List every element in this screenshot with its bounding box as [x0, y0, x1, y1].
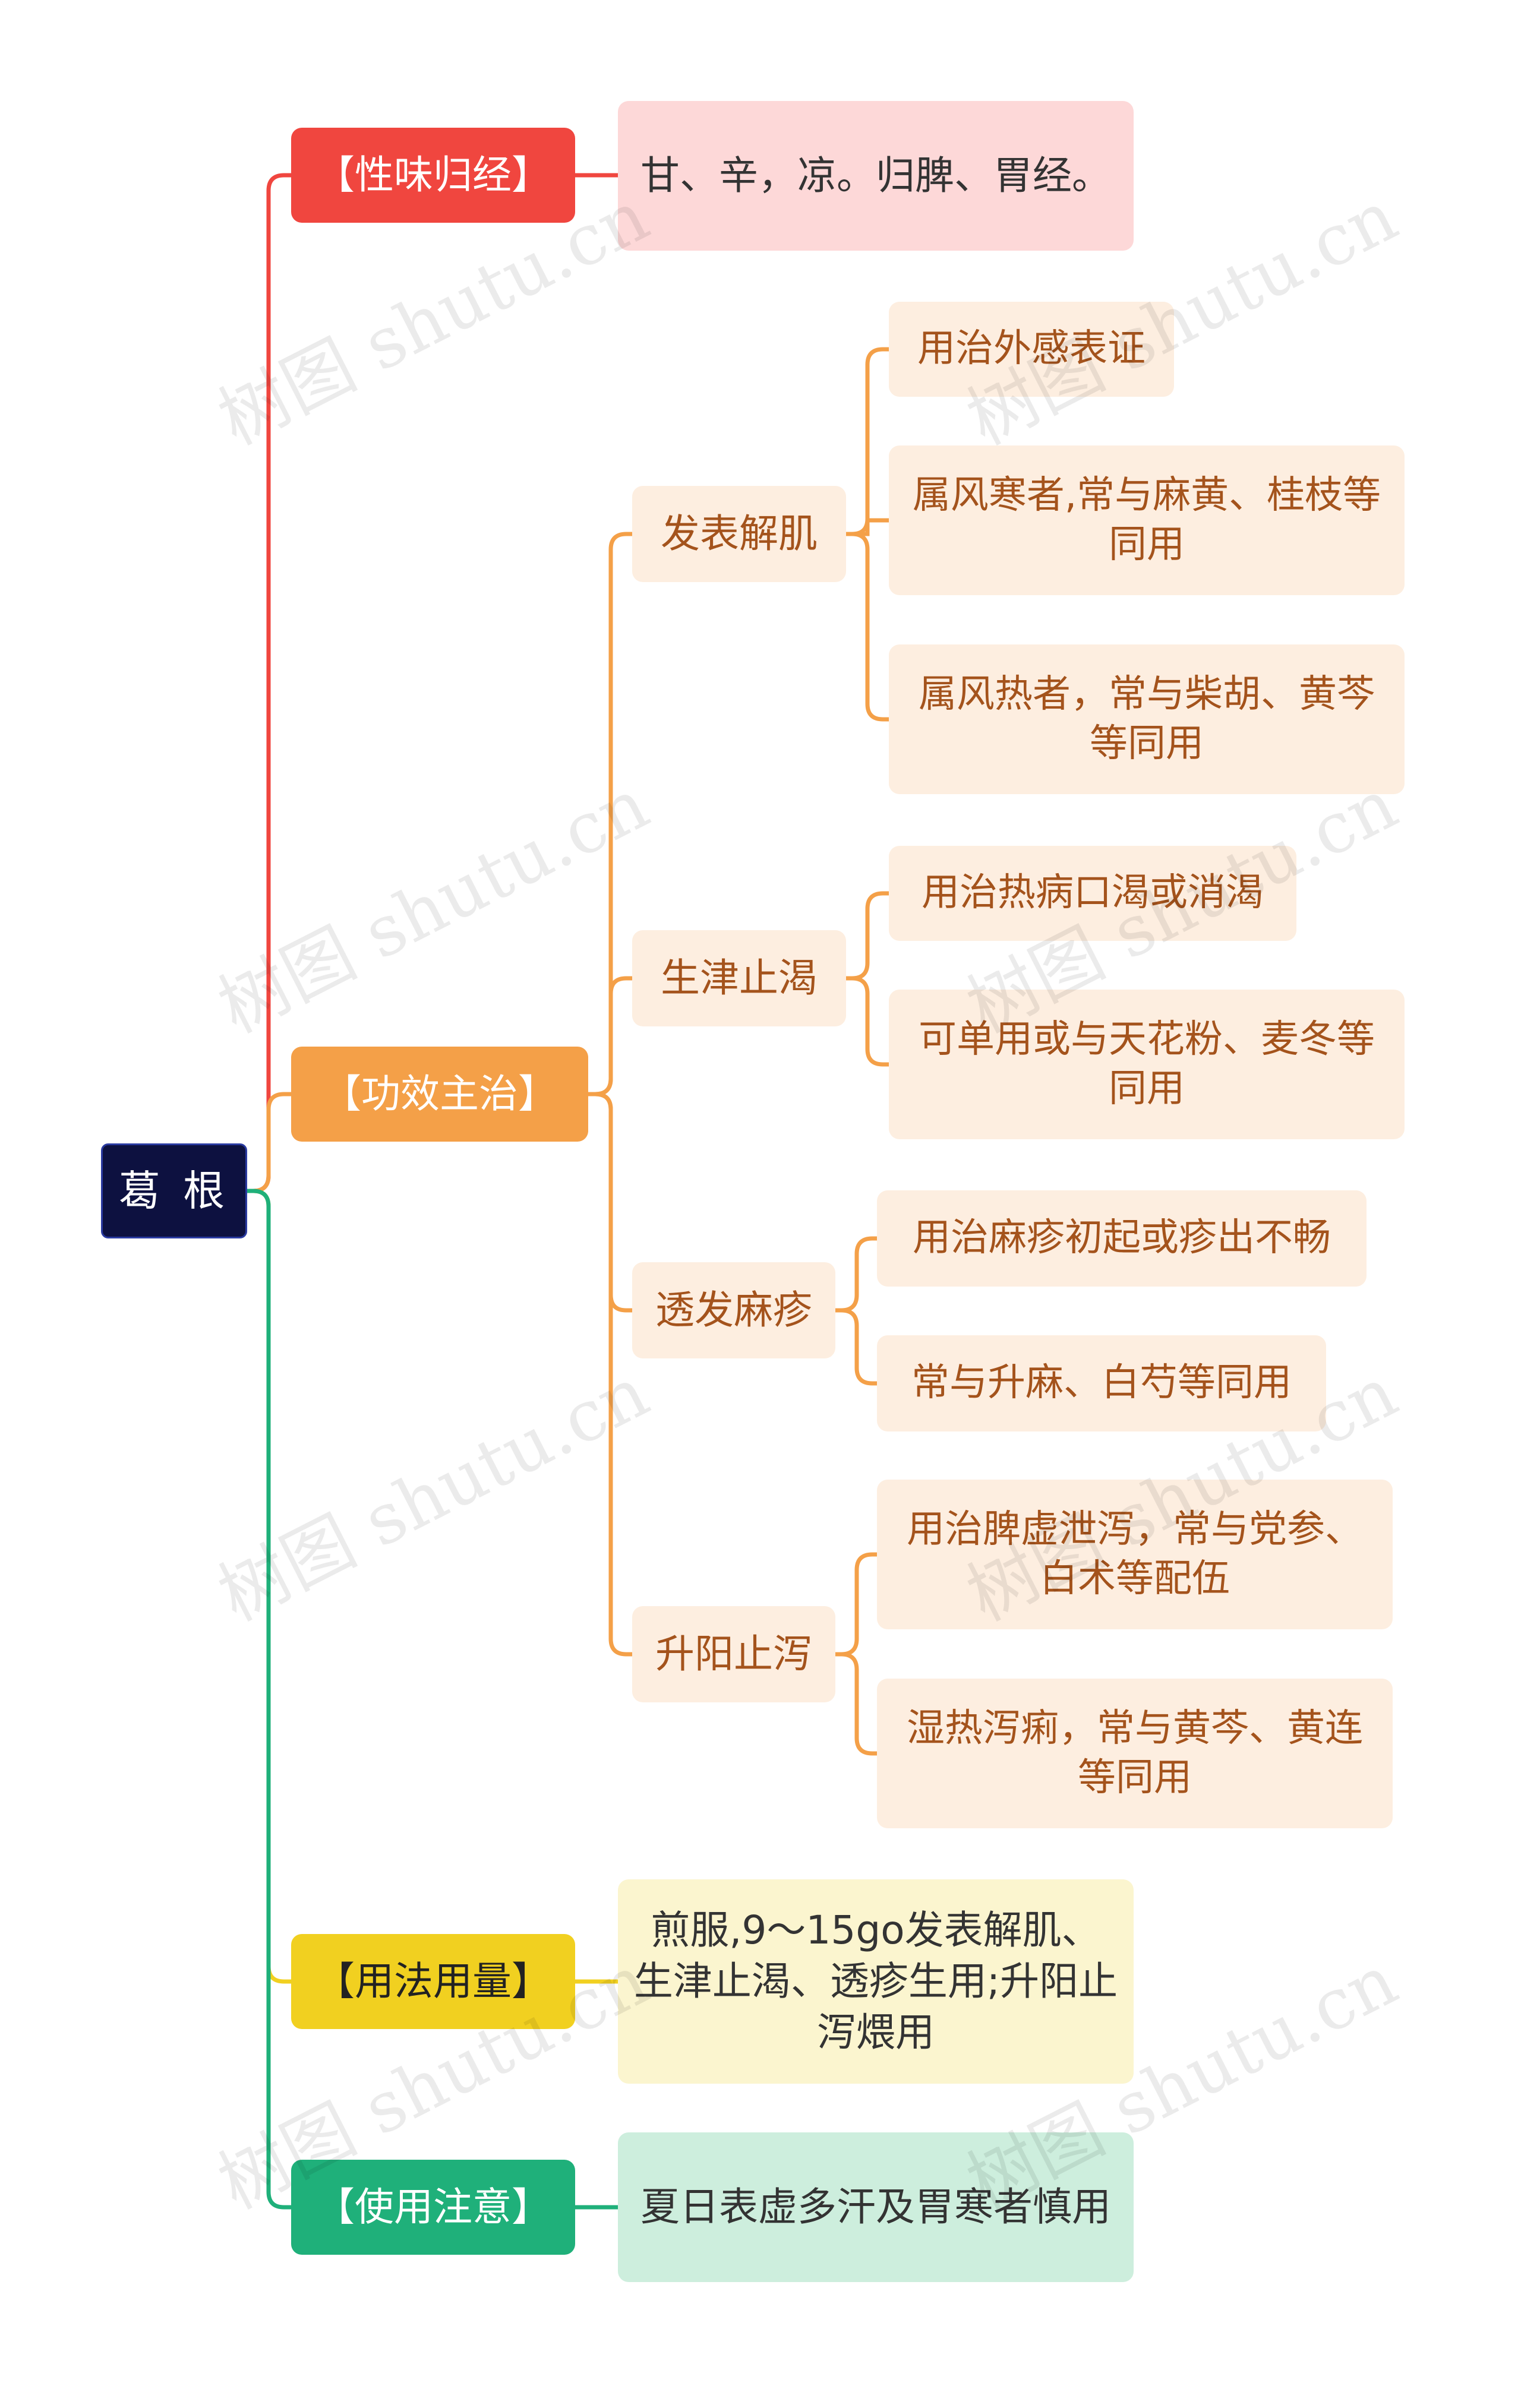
category-xingwei[interactable]: 【性味归经】: [291, 128, 575, 223]
connector-shengjin-1: [844, 891, 891, 981]
detail-text: 属风热者，常与柴胡、黄芩等同用: [919, 672, 1375, 766]
category-yongfa[interactable]: 【用法用量】: [291, 1934, 575, 2029]
watermark: 树图 shutu.cn: [206, 763, 661, 1049]
detail-toufa-1[interactable]: 用治麻疹初起或疹出不畅: [877, 1190, 1367, 1287]
connector-fabiao-1: [844, 347, 891, 536]
connector-shengjin-2: [844, 976, 891, 1067]
detail-fabiao-2[interactable]: 属风寒者,常与麻黄、桂枝等同用: [889, 445, 1405, 595]
detail-text: 湿热泻痢，常与黄芩、黄连等同用: [907, 1706, 1363, 1800]
connector-root-gongxiao: [245, 1092, 294, 1193]
connector-gongxiao-shengyang: [586, 1092, 635, 1657]
detail-text: 可单用或与天花粉、麦冬等同用: [919, 1017, 1375, 1111]
category-xingwei-label: 【性味归经】: [315, 152, 551, 198]
category-gongxiao-label: 【功效主治】: [322, 1071, 557, 1117]
zhuyi-content-text: 夏日表虚多汗及胃寒者慎用: [640, 2184, 1111, 2230]
connector-gongxiao-toufa: [586, 1092, 635, 1313]
xingwei-content[interactable]: 甘、辛，凉。归脾、胃经。: [618, 101, 1134, 251]
subtopic-toufa-label: 透发麻疹: [655, 1287, 812, 1333]
detail-fabiao-1[interactable]: 用治外感表证: [889, 302, 1174, 397]
subtopic-shengjin-label: 生津止渴: [661, 955, 818, 1001]
detail-text: 属风寒者,常与麻黄、桂枝等同用: [912, 473, 1381, 567]
connector-root-zhuyi: [245, 1189, 294, 2210]
detail-toufa-2[interactable]: 常与升麻、白芍等同用: [877, 1335, 1326, 1431]
subtopic-fabiao-label: 发表解肌: [661, 511, 818, 557]
category-zhuyi-label: 【使用注意】: [315, 2184, 551, 2230]
category-gongxiao[interactable]: 【功效主治】: [291, 1047, 588, 1142]
detail-text: 用治外感表证: [917, 327, 1146, 371]
subtopic-fabiao[interactable]: 发表解肌: [632, 486, 846, 582]
detail-shengyang-1[interactable]: 用治脾虚泄泻，常与党参、白术等配伍: [877, 1480, 1393, 1629]
connector-fabiao-3: [844, 532, 891, 722]
yongfa-content[interactable]: 煎服,9～15go发表解肌、生津止渴、透疹生用;升阳止泻煨用: [618, 1879, 1134, 2084]
category-zhuyi[interactable]: 【使用注意】: [291, 2160, 575, 2255]
category-yongfa-label: 【用法用量】: [315, 1958, 551, 2005]
detail-text: 用治热病口渴或消渴: [922, 871, 1264, 915]
connector-toufa-1: [833, 1236, 879, 1313]
yongfa-content-text: 煎服,9～15go发表解肌、生津止渴、透疹生用;升阳止泻煨用: [633, 1907, 1118, 2055]
xingwei-content-text: 甘、辛，凉。归脾、胃经。: [640, 153, 1111, 199]
zhuyi-content[interactable]: 夏日表虚多汗及胃寒者慎用: [618, 2132, 1134, 2282]
detail-text: 用治麻疹初起或疹出不畅: [913, 1216, 1331, 1260]
detail-shengjin-2[interactable]: 可单用或与天花粉、麦冬等同用: [889, 990, 1405, 1139]
connector-gongxiao-fabiao: [586, 532, 635, 1096]
subtopic-shengyang[interactable]: 升阳止泻: [632, 1606, 835, 1702]
watermark: 树图 shutu.cn: [206, 1351, 661, 1637]
connector-shengyang-2: [833, 1652, 879, 1756]
connector-fabiao-2: [844, 518, 891, 536]
subtopic-shengyang-label: 升阳止泻: [655, 1631, 812, 1677]
detail-fabiao-3[interactable]: 属风热者，常与柴胡、黄芩等同用: [889, 644, 1405, 794]
connector-root-yongfa: [245, 1189, 294, 1984]
detail-text: 常与升麻、白芍等同用: [911, 1361, 1292, 1405]
detail-shengjin-1[interactable]: 用治热病口渴或消渴: [889, 846, 1296, 941]
root-label: 葛 根: [118, 1166, 230, 1215]
connector-shengyang-1: [833, 1552, 879, 1657]
detail-text: 用治脾虚泄泻，常与党参、白术等配伍: [907, 1507, 1363, 1601]
connector-gongxiao-shengjin: [586, 976, 635, 1096]
connector-root-xingwei: [245, 173, 294, 1193]
subtopic-toufa[interactable]: 透发麻疹: [632, 1262, 835, 1358]
connector-toufa-2: [833, 1308, 879, 1386]
detail-shengyang-2[interactable]: 湿热泻痢，常与黄芩、黄连等同用: [877, 1679, 1393, 1828]
root-node[interactable]: 葛 根: [101, 1143, 247, 1238]
subtopic-shengjin[interactable]: 生津止渴: [632, 930, 846, 1026]
